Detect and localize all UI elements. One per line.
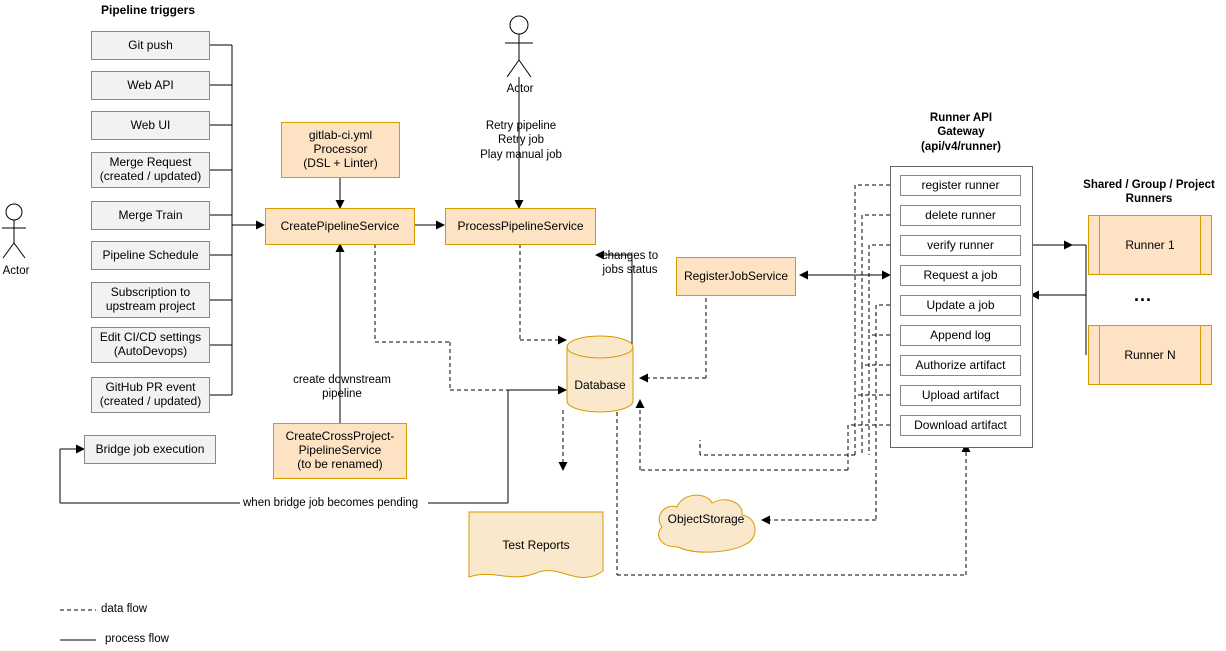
endpoint-append-log-label: Append log [930, 327, 991, 342]
runner-1[interactable]: Runner 1 [1088, 215, 1212, 275]
changes-line1: changes to [601, 250, 659, 262]
service-register-job[interactable]: RegisterJobService [676, 257, 796, 296]
trigger-subscription-label1: Subscription to [110, 285, 191, 300]
bridge-pending-label: when bridge job becomes pending [243, 497, 419, 509]
endpoint-request-a-job-label: Request a job [923, 267, 998, 282]
trigger-merge-request-label2: (created / updated) [99, 169, 202, 183]
trigger-merge-train[interactable]: Merge Train [91, 201, 210, 230]
trigger-merge-request-label1: Merge Request [109, 155, 192, 170]
process-pipeline-label: ProcessPipelineService [457, 218, 584, 233]
changes-line2: jobs status [602, 264, 658, 277]
endpoint-update-a-job[interactable]: Update a job [900, 295, 1021, 316]
trigger-git-push[interactable]: Git push [91, 31, 210, 60]
object-storage-label: ObjectStorage [667, 512, 745, 526]
downstream-line1: create downstream [293, 374, 391, 386]
trigger-github-pr-label1: GitHub PR event [105, 380, 196, 395]
retry-label: Retry pipeline Retry job Play manual job [457, 119, 585, 162]
create-pipeline-label: CreatePipelineService [280, 218, 400, 233]
runner-1-label: Runner 1 [1125, 238, 1175, 252]
endpoint-download-artifact[interactable]: Download artifact [900, 415, 1021, 436]
endpoint-append-log[interactable]: Append log [900, 325, 1021, 346]
endpoint-verify-runner[interactable]: verify runner [900, 235, 1021, 256]
trigger-web-ui[interactable]: Web UI [91, 111, 210, 140]
retry-line2: Retry job [497, 134, 545, 147]
object-storage-node[interactable]: ObjectStorage [650, 489, 762, 555]
shared-runners-heading: Shared / Group / Project Runners [1072, 178, 1226, 207]
test-reports-label: Test Reports [502, 538, 570, 552]
runner-api-gateway-line1: Runner API [929, 112, 993, 124]
downstream-line2: pipeline [322, 388, 362, 401]
yml-processor-line2: Processor [313, 142, 368, 157]
trigger-merge-train-label: Merge Train [118, 207, 183, 222]
register-job-label: RegisterJobService [683, 268, 789, 283]
trigger-web-ui-label: Web UI [130, 117, 171, 132]
endpoint-delete-runner[interactable]: delete runner [900, 205, 1021, 226]
trigger-web-api-label: Web API [127, 77, 174, 92]
trigger-git-push-label: Git push [128, 37, 173, 52]
trigger-bridge-job-execution[interactable]: Bridge job execution [84, 435, 216, 464]
trigger-web-api[interactable]: Web API [91, 71, 210, 100]
endpoint-verify-runner-label: verify runner [927, 237, 994, 252]
runner-ellipsis: ... [1134, 285, 1153, 305]
pipeline-triggers-heading: Pipeline triggers [101, 3, 196, 17]
actor-top-label: Actor [506, 83, 534, 95]
cross-project-line2: PipelineService [298, 443, 382, 458]
legend-data-flow-label: data flow [101, 603, 148, 615]
service-create-cross-project-pipeline[interactable]: CreateCrossProject- PipelineService (to … [273, 423, 407, 479]
runner-api-gateway-line3: (api/v4/runner) [921, 140, 1001, 153]
runner-api-gateway-line2: Gateway [937, 126, 985, 139]
trigger-bridge-job-label: Bridge job execution [95, 441, 205, 456]
test-reports-shape [468, 511, 604, 578]
endpoint-register-runner[interactable]: register runner [900, 175, 1021, 196]
legend-process-flow-label: process flow [105, 633, 169, 645]
endpoint-authorize-artifact-label: Authorize artifact [915, 357, 1006, 372]
yml-processor-line1: gitlab-ci.yml [308, 128, 373, 143]
endpoint-update-a-job-label: Update a job [926, 297, 995, 312]
trigger-edit-cicd-label1: Edit CI/CD settings [99, 330, 202, 345]
shared-runners-line1: Shared / Group / Project [1083, 179, 1215, 191]
endpoint-upload-artifact[interactable]: Upload artifact [900, 385, 1021, 406]
service-process-pipeline[interactable]: ProcessPipelineService [445, 208, 596, 245]
trigger-github-pr-label2: (created / updated) [99, 394, 202, 408]
trigger-subscription[interactable]: Subscription to upstream project [91, 282, 210, 318]
runner-n-label: Runner N [1124, 348, 1176, 362]
cross-project-line1: CreateCrossProject- [285, 429, 395, 444]
endpoint-delete-runner-label: delete runner [925, 207, 996, 222]
database-shape [566, 335, 634, 413]
retry-line1: Retry pipeline [485, 120, 557, 132]
trigger-pipeline-schedule-label: Pipeline Schedule [102, 247, 199, 262]
trigger-github-pr-event[interactable]: GitHub PR event (created / updated) [91, 377, 210, 413]
endpoint-authorize-artifact[interactable]: Authorize artifact [900, 355, 1021, 376]
endpoint-register-runner-label: register runner [921, 177, 1000, 192]
cloud-icon [658, 494, 756, 553]
database-node[interactable]: Database [566, 335, 634, 413]
service-create-pipeline[interactable]: CreatePipelineService [265, 208, 415, 245]
actor-left-label: Actor [2, 265, 30, 277]
endpoint-upload-artifact-label: Upload artifact [921, 387, 1000, 402]
runner-n[interactable]: Runner N [1088, 325, 1212, 385]
changes-to-jobs-status-label: changes to jobs status [584, 249, 676, 278]
trigger-edit-cicd-label2: (AutoDevops) [113, 344, 188, 358]
test-reports-node[interactable]: Test Reports [468, 511, 604, 586]
yml-processor-line3: (DSL + Linter) [303, 155, 378, 170]
endpoint-request-a-job[interactable]: Request a job [900, 265, 1021, 286]
trigger-merge-request[interactable]: Merge Request (created / updated) [91, 152, 210, 188]
service-gitlab-ci-yml-processor[interactable]: gitlab-ci.yml Processor (DSL + Linter) [281, 122, 400, 178]
endpoint-download-artifact-label: Download artifact [914, 417, 1007, 432]
database-label: Database [574, 378, 626, 392]
trigger-subscription-label2: upstream project [105, 299, 196, 313]
runner-api-gateway-heading: Runner API Gateway (api/v4/runner) [890, 111, 1032, 154]
retry-line3: Play manual job [480, 148, 562, 161]
trigger-pipeline-schedule[interactable]: Pipeline Schedule [91, 241, 210, 270]
shared-runners-line2: Runners [1125, 193, 1173, 206]
cross-project-line3: (to be renamed) [297, 456, 383, 471]
trigger-edit-cicd-settings[interactable]: Edit CI/CD settings (AutoDevops) [91, 327, 210, 363]
create-downstream-pipeline-label: create downstream pipeline [277, 373, 407, 402]
